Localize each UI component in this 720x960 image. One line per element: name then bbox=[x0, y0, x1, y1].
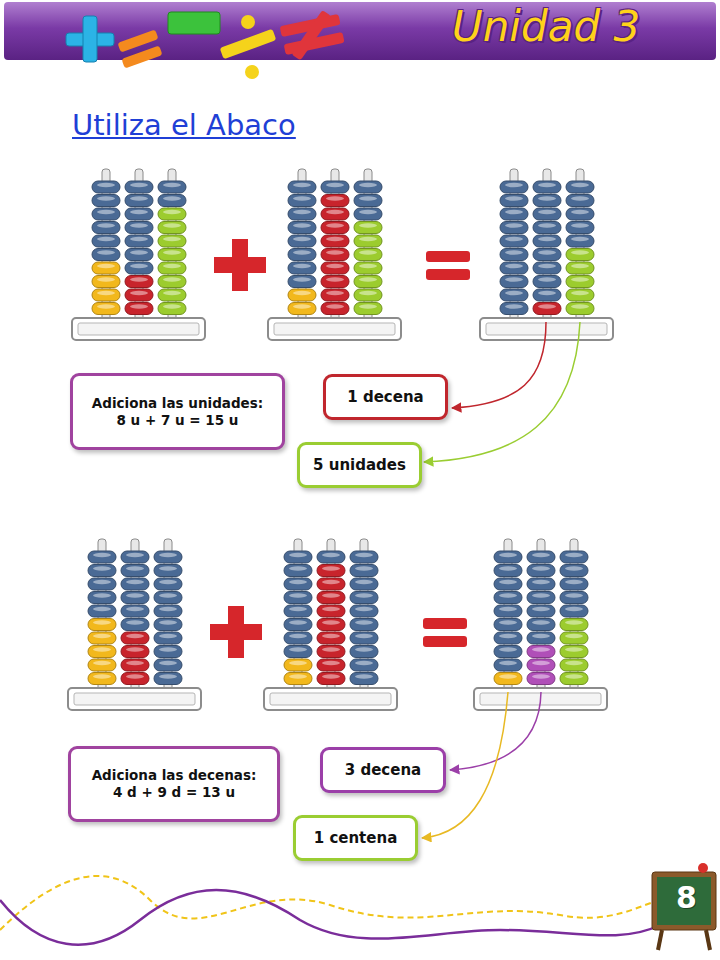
callout-box: 3 decena bbox=[320, 747, 446, 793]
callout-box: 5 unidades bbox=[297, 442, 422, 488]
abacus bbox=[474, 539, 607, 710]
leader-line bbox=[450, 692, 541, 770]
leader-line bbox=[452, 322, 546, 408]
unit-heading: Unidad 3 bbox=[452, 2, 640, 51]
callout-text: 8 u + 7 u = 15 u bbox=[117, 412, 239, 429]
abacus bbox=[264, 539, 397, 710]
equals-sign bbox=[426, 251, 470, 280]
equals-sign bbox=[423, 618, 467, 647]
header-bar bbox=[4, 2, 716, 60]
abacus bbox=[72, 169, 205, 340]
abacus bbox=[68, 539, 201, 710]
page-title: Utiliza el Abaco bbox=[72, 108, 296, 142]
chalkboard-icon bbox=[652, 863, 716, 950]
callout-text: Adiciona las decenas: bbox=[92, 767, 257, 784]
plus-sign bbox=[214, 239, 266, 291]
callout-text: 1 decena bbox=[347, 388, 423, 407]
callout-box: Adiciona las unidades:8 u + 7 u = 15 u bbox=[70, 373, 285, 450]
wave-decoration bbox=[0, 876, 660, 945]
math-symbols bbox=[66, 10, 345, 79]
callout-text: 5 unidades bbox=[313, 456, 406, 475]
plus-sign bbox=[210, 606, 262, 658]
abacus bbox=[268, 169, 401, 340]
callout-box: 1 decena bbox=[323, 374, 448, 420]
callout-text: 3 decena bbox=[345, 761, 421, 780]
callout-box: Adiciona las decenas:4 d + 9 d = 13 u bbox=[68, 746, 280, 822]
callout-text: 4 d + 9 d = 13 u bbox=[113, 784, 235, 801]
callout-text: 1 centena bbox=[314, 829, 398, 848]
callout-text: Adiciona las unidades: bbox=[92, 395, 263, 412]
callout-box: 1 centena bbox=[293, 815, 418, 861]
abacus bbox=[480, 169, 613, 340]
page-number: 8 bbox=[676, 880, 697, 915]
